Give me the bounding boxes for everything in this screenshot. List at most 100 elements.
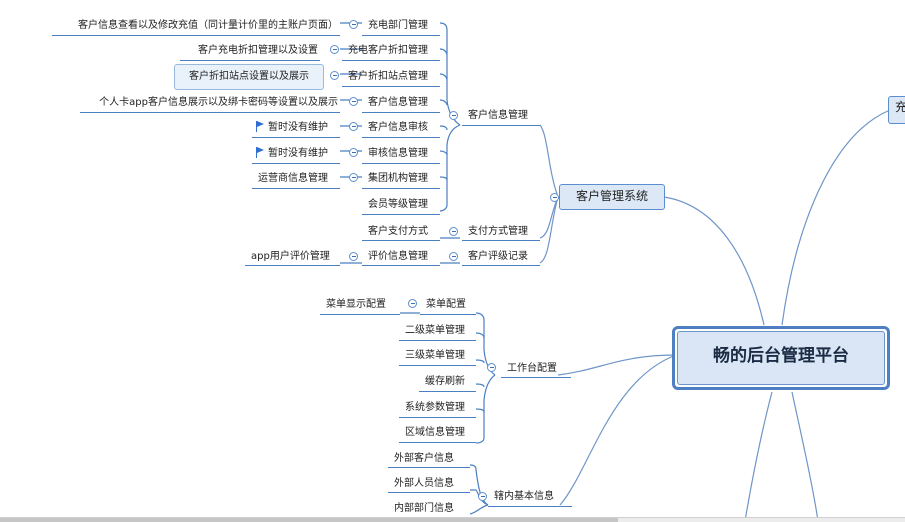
note-item[interactable]: 运营商信息管理: [258, 173, 328, 185]
node-label: 外部人员信息: [394, 478, 454, 489]
node-label: 集团机构管理: [368, 173, 428, 184]
note-item[interactable]: 暂时没有维护: [268, 122, 328, 134]
leaf-item[interactable]: 充电部门管理: [368, 20, 428, 32]
branch-customer-group2: [539, 196, 559, 239]
node-label: 客户信息查看以及修改充值（同计量计价里的主账户页面）: [78, 20, 338, 31]
leaf-item[interactable]: 客户折扣站点管理: [348, 71, 428, 83]
node-label: 审核信息管理: [368, 148, 428, 159]
workbench-item[interactable]: 三级菜单管理: [405, 350, 465, 362]
customer-system-label: 客户管理系统: [575, 189, 648, 203]
leaf-item[interactable]: 充电客户折扣管理: [348, 45, 428, 57]
branch-central-down-right: [791, 391, 819, 521]
branch-customer-group1: [539, 124, 559, 198]
collapse-circle-icon[interactable]: [408, 299, 417, 308]
group-payment[interactable]: 支付方式管理: [468, 226, 528, 238]
leaf-item[interactable]: 客户信息审核: [368, 122, 428, 134]
internal-info-node[interactable]: 辖内基本信息: [494, 491, 554, 503]
central-node-title: 畅的后台管理平台: [677, 331, 885, 385]
group-rating[interactable]: 客户评级记录: [468, 251, 528, 263]
node-label: 外部客户信息: [394, 453, 454, 464]
node-label: 三级菜单管理: [405, 350, 465, 361]
node-label: 支付方式管理: [468, 226, 528, 237]
note-item[interactable]: 个人卡app客户信息展示以及绑卡密码等设置以及展示: [99, 97, 338, 109]
collapse-circle-icon[interactable]: [349, 148, 358, 157]
branch-central-workbench: [557, 354, 677, 376]
node-label: 客户信息审核: [368, 122, 428, 133]
node-label: 充电客户折扣管理: [348, 45, 428, 56]
node-label: 客户充电折扣管理以及设置: [198, 45, 318, 56]
note-item-selected[interactable]: 客户折扣站点设置以及展示: [174, 64, 324, 90]
internal-info-item[interactable]: 内部部门信息: [394, 503, 454, 515]
node-label: 辖内基本信息: [494, 491, 554, 502]
collapse-circle-icon[interactable]: [349, 252, 358, 261]
branch-central-topright: [781, 109, 891, 326]
note-item[interactable]: 客户充电折扣管理以及设置: [198, 45, 318, 57]
node-label: 客户信息管理: [468, 110, 528, 121]
collapse-circle-icon[interactable]: [449, 111, 458, 120]
leaf-item[interactable]: 评价信息管理: [368, 251, 428, 263]
node-label: 工作台配置: [507, 363, 557, 374]
node-label: 个人卡app客户信息展示以及绑卡密码等设置以及展示: [99, 97, 338, 108]
internal-info-item[interactable]: 外部人员信息: [394, 478, 454, 490]
customer-system-node[interactable]: 客户管理系统: [559, 184, 665, 210]
node-label: 菜单配置: [426, 299, 466, 310]
scrollbar-thumb[interactable]: [0, 518, 618, 522]
collapse-circle-icon[interactable]: [349, 20, 358, 29]
collapse-circle-icon[interactable]: [449, 227, 458, 236]
central-node[interactable]: 畅的后台管理平台: [672, 326, 890, 390]
node-label: 评价信息管理: [368, 251, 428, 262]
top-right-node[interactable]: 充: [888, 96, 905, 124]
collapse-circle-icon[interactable]: [487, 363, 496, 372]
horizontal-scrollbar[interactable]: [0, 517, 905, 522]
node-label: 内部部门信息: [394, 503, 454, 514]
node-label: 运营商信息管理: [258, 173, 328, 184]
flag-icon: [256, 147, 264, 158]
workbench-item[interactable]: 缓存刷新: [425, 376, 465, 388]
top-right-node-label: 充: [895, 100, 905, 114]
node-label: 菜单显示配置: [326, 299, 386, 310]
node-label: 二级菜单管理: [405, 325, 465, 336]
leaf-item[interactable]: 集团机构管理: [368, 173, 428, 185]
internal-info-item[interactable]: 外部客户信息: [394, 453, 454, 465]
leaf-item[interactable]: 会员等级管理: [368, 199, 428, 211]
node-label: 客户折扣站点管理: [348, 71, 428, 82]
collapse-circle-icon[interactable]: [330, 45, 339, 54]
node-label: 客户支付方式: [368, 226, 428, 237]
workbench-item[interactable]: 二级菜单管理: [405, 325, 465, 337]
flag-icon: [256, 121, 264, 132]
node-label: 暂时没有维护: [268, 148, 328, 159]
spine-group1-bottom: [439, 124, 461, 212]
workbench-item[interactable]: 系统参数管理: [405, 402, 465, 414]
node-label: 缓存刷新: [425, 376, 465, 387]
collapse-circle-icon[interactable]: [349, 97, 358, 106]
branch-customer-group3: [539, 196, 559, 264]
workbench-note[interactable]: 菜单显示配置: [326, 299, 386, 311]
node-label: 暂时没有维护: [268, 122, 328, 133]
collapse-circle-icon[interactable]: [330, 71, 339, 80]
node-label: 区域信息管理: [405, 427, 465, 438]
workbench-item[interactable]: 菜单配置: [426, 299, 466, 311]
collapse-circle-icon[interactable]: [449, 252, 458, 261]
node-label: 充电部门管理: [368, 20, 428, 31]
branch-central-internal: [559, 354, 677, 506]
workbench-node[interactable]: 工作台配置: [507, 363, 557, 375]
branch-central-customer: [663, 196, 765, 326]
note-item[interactable]: 客户信息查看以及修改充值（同计量计价里的主账户页面）: [78, 20, 338, 32]
collapse-circle-icon[interactable]: [349, 173, 358, 182]
node-label: 客户信息管理: [368, 97, 428, 108]
collapse-circle-icon[interactable]: [550, 193, 559, 202]
node-label: 客户评级记录: [468, 251, 528, 262]
collapse-circle-icon[interactable]: [478, 492, 487, 501]
leaf-item[interactable]: 审核信息管理: [368, 148, 428, 160]
leaf-item[interactable]: 客户信息管理: [368, 97, 428, 109]
branch-central-down-left: [744, 391, 773, 521]
group-customer-info[interactable]: 客户信息管理: [468, 110, 528, 122]
leaf-item[interactable]: 客户支付方式: [368, 226, 428, 238]
collapse-circle-icon[interactable]: [349, 122, 358, 131]
node-label: 系统参数管理: [405, 402, 465, 413]
note-item[interactable]: 暂时没有维护: [268, 148, 328, 160]
workbench-item[interactable]: 区域信息管理: [405, 427, 465, 439]
node-label: 客户折扣站点设置以及展示: [189, 71, 309, 82]
note-item[interactable]: app用户评价管理: [251, 251, 330, 263]
